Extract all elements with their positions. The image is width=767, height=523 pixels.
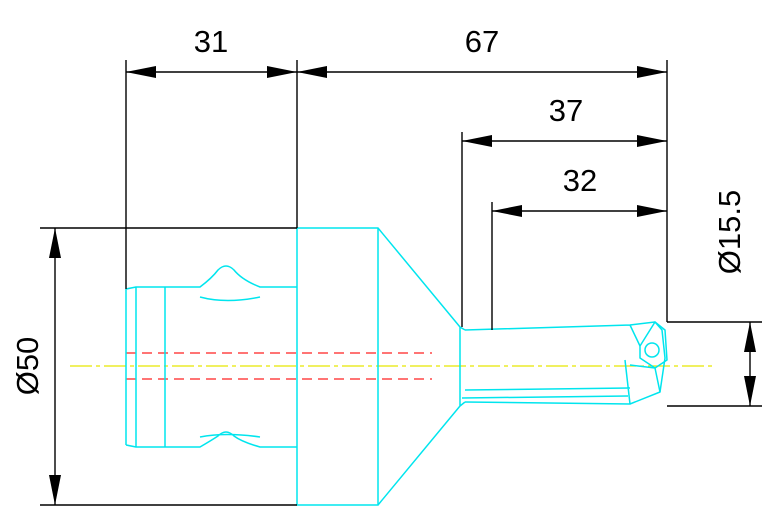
cone-outline — [377, 227, 466, 506]
dimension-dia-15-5-label: Ø15.5 — [712, 190, 747, 274]
dimension-37: 37 — [462, 93, 667, 147]
part-outline — [125, 227, 668, 506]
dimension-32-label: 32 — [563, 163, 597, 198]
dimension-dia-50: Ø50 — [10, 228, 61, 505]
dimension-67-label: 67 — [465, 24, 499, 59]
dimension-31-label: 31 — [194, 24, 228, 59]
shank-outline — [125, 265, 297, 448]
dimension-dia-15-5: Ø15.5 — [712, 190, 756, 406]
shank-groove-detail — [199, 296, 261, 438]
insert-screw-circle — [644, 342, 660, 358]
dimension-dia-50-label: Ø50 — [10, 337, 45, 396]
dimension-31: 31 — [126, 24, 297, 78]
extension-lines — [40, 60, 762, 506]
dimension-37-label: 37 — [549, 93, 583, 128]
flute-outline — [461, 321, 666, 405]
dimension-32: 32 — [492, 163, 667, 217]
insert-outline — [629, 321, 668, 393]
dimension-67: 67 — [297, 24, 667, 78]
